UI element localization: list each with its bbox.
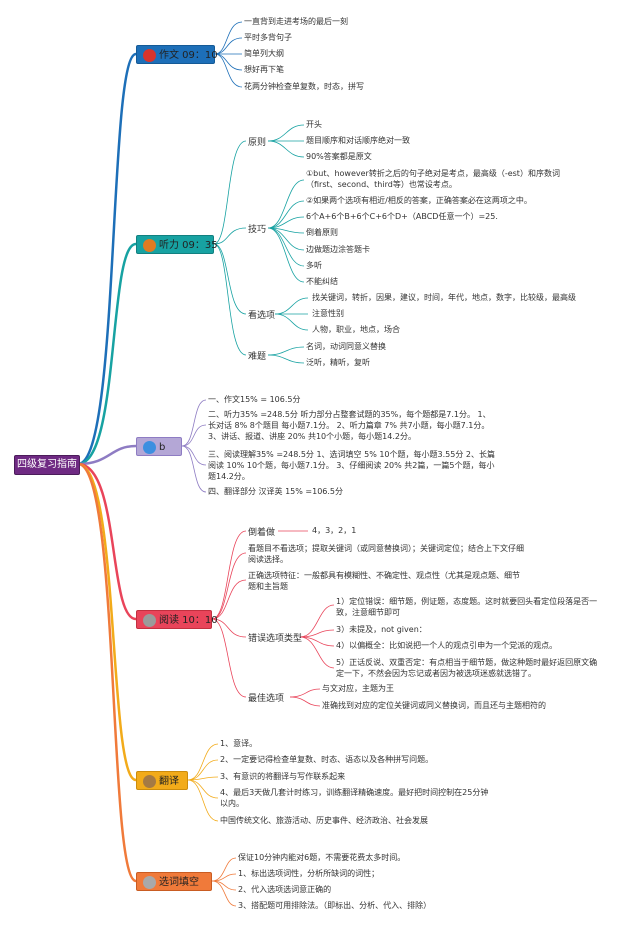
writing-item: 简单列大纲 [244, 49, 284, 58]
translation-item: 2、一定要记得检查单复数、时态、语态以及各种拼写问题。 [220, 755, 434, 764]
list-item: ①but、however转折之后的句子绝对是考点，最高级（-est）和序数词（f… [306, 169, 560, 189]
reading-backwards: 倒着做 [248, 528, 276, 538]
gray-circle-icon [143, 875, 156, 889]
reading-correct-feature: 正确选项特征：一般都具有模糊性、不确定性、观点性（尤其是观点题、细节题和主旨题 [248, 571, 520, 591]
cloze-item: 3、搭配题可用排除法。（即标出、分析、代入、排除） [238, 901, 432, 910]
list-item: 注意性别 [312, 309, 344, 318]
branch-cloze: 选词填空 [136, 872, 212, 891]
cloze-item: 2、代入选项选词意正确的 [238, 885, 332, 894]
list-item: 与文对应，主题为王 [322, 684, 394, 693]
reading-wrong-types: 错误选项类型 [248, 634, 303, 644]
list-item: 准确找到对应的定位关键词或同义替换词，而且还与主题相符的 [322, 701, 546, 710]
cloze-item: 保证10分钟内能对6题，不需要花费太多时间。 [238, 853, 406, 862]
list-item: 名词，动词同意义替换 [306, 342, 386, 351]
list-item: 4，3，2，1 [312, 526, 357, 535]
translation-item: 4、最后3天做几套计时练习，训练翻译精确速度。最好把时间控制在25分钟以内。 [220, 788, 489, 808]
list-item: 泛听，精听，复听 [306, 358, 370, 367]
branch-scores: b [136, 437, 182, 456]
list-item: 3）未提及，not given： [336, 625, 427, 634]
score-item: 一、作文15% = 106.5分 [208, 395, 301, 404]
branch-reading-label: 阅读 10：10 [159, 615, 218, 626]
list-item: 人物，职业，地点，场合 [312, 325, 400, 334]
connector-b1 [77, 52, 137, 466]
list-item: 找关键词，转折，因果，建议，时间，年代，地点，数字，比较级，最高级 [312, 293, 576, 302]
score-item: 三、阅读理解35% =248.5分 1、选词填空 5% 10个题，每小题3.55… [208, 450, 495, 481]
writing-item: 花两分钟检查单复数，时态，拼写 [244, 82, 364, 91]
branch-listening: 听力 09：35 [136, 235, 218, 254]
connector-b2 [77, 242, 137, 466]
score-item: 四、翻译部分 汉译英 15% =106.5分 [208, 487, 344, 496]
listening-principle: 原则 [248, 138, 267, 148]
branch-translation-label: 翻译 [159, 776, 179, 787]
listening-options: 看选项 [248, 311, 276, 321]
list-item: 5）正话反说、双重否定：有点相当于细节题，做这种题时最好返回原文确定一下，不然会… [336, 658, 598, 678]
list-item: ②如果两个选项有相近/相反的答案，正确答案必在这两项之中。 [306, 196, 532, 205]
branch-writing-label: 作文 09：10 [159, 50, 218, 61]
list-item: 题目顺序和对话顺序绝对一致 [306, 136, 410, 145]
branch-writing: 作文 09：10 [136, 45, 218, 64]
list-item: 倒着原则 [306, 228, 338, 237]
writing-item: 想好再下笔 [244, 65, 284, 74]
translation-item: 1、意译。 [220, 739, 258, 748]
branch-reading: 阅读 10：10 [136, 610, 218, 629]
translation-item: 3、有意识的将翻译与写作联系起来 [220, 772, 346, 781]
reading-best-option: 最佳选项 [248, 694, 285, 704]
list-item: 90%答案都是原文 [306, 152, 372, 161]
red-circle-icon [143, 48, 156, 62]
branch-translation: 翻译 [136, 771, 188, 790]
gray-circle-icon [143, 613, 156, 627]
brown-circle-icon [143, 774, 156, 788]
list-item: 多听 [306, 261, 322, 270]
blue-circle-icon [143, 440, 156, 454]
connector-b5 [77, 462, 137, 782]
list-item: 开头 [306, 120, 322, 129]
connector-b4 [77, 462, 137, 621]
listening-skills: 技巧 [248, 225, 267, 235]
orange-circle-icon [143, 238, 156, 252]
branch-listening-label: 听力 09：35 [159, 240, 218, 251]
connector-b6 [77, 462, 137, 883]
cloze-item: 1、标出选项词性，分析所缺词的词性； [238, 869, 380, 878]
list-item: 1）定位错误：细节题，例证题，态度题。这时就要回头看定位段落是否一致，注意细节即… [336, 597, 598, 617]
listening-hard: 难题 [248, 352, 267, 362]
branch-cloze-label: 选词填空 [159, 877, 199, 888]
translation-item: 中国传统文化、旅游活动、历史事件、经济政治、社会发展 [220, 816, 428, 825]
list-item: 不能纠结 [306, 277, 338, 286]
list-item: 6个A+6个B+6个C+6个D+（ABCD任意一个）=25. [306, 212, 498, 221]
writing-item: 一直背到走进考场的最后一刻 [244, 17, 348, 26]
connector-b3 [77, 444, 137, 466]
reading-method: 看题目不看选项；提取关键词（或同意替换词）；关键词定位；结合上下文仔细阅读选择。 [248, 544, 524, 564]
list-item: 4）以偏概全：比如说把一个人的观点引申为一个党派的观点。 [336, 641, 558, 650]
score-item: 二、听力35% =248.5分 听力部分占整套试题的35%，每个题都是7.1分。… [208, 410, 491, 441]
writing-item: 平时多背句子 [244, 33, 292, 42]
root-node: 四级复习指南 [14, 455, 80, 475]
list-item: 边做题边涂答题卡 [306, 245, 370, 254]
branch-scores-label: b [159, 442, 166, 453]
